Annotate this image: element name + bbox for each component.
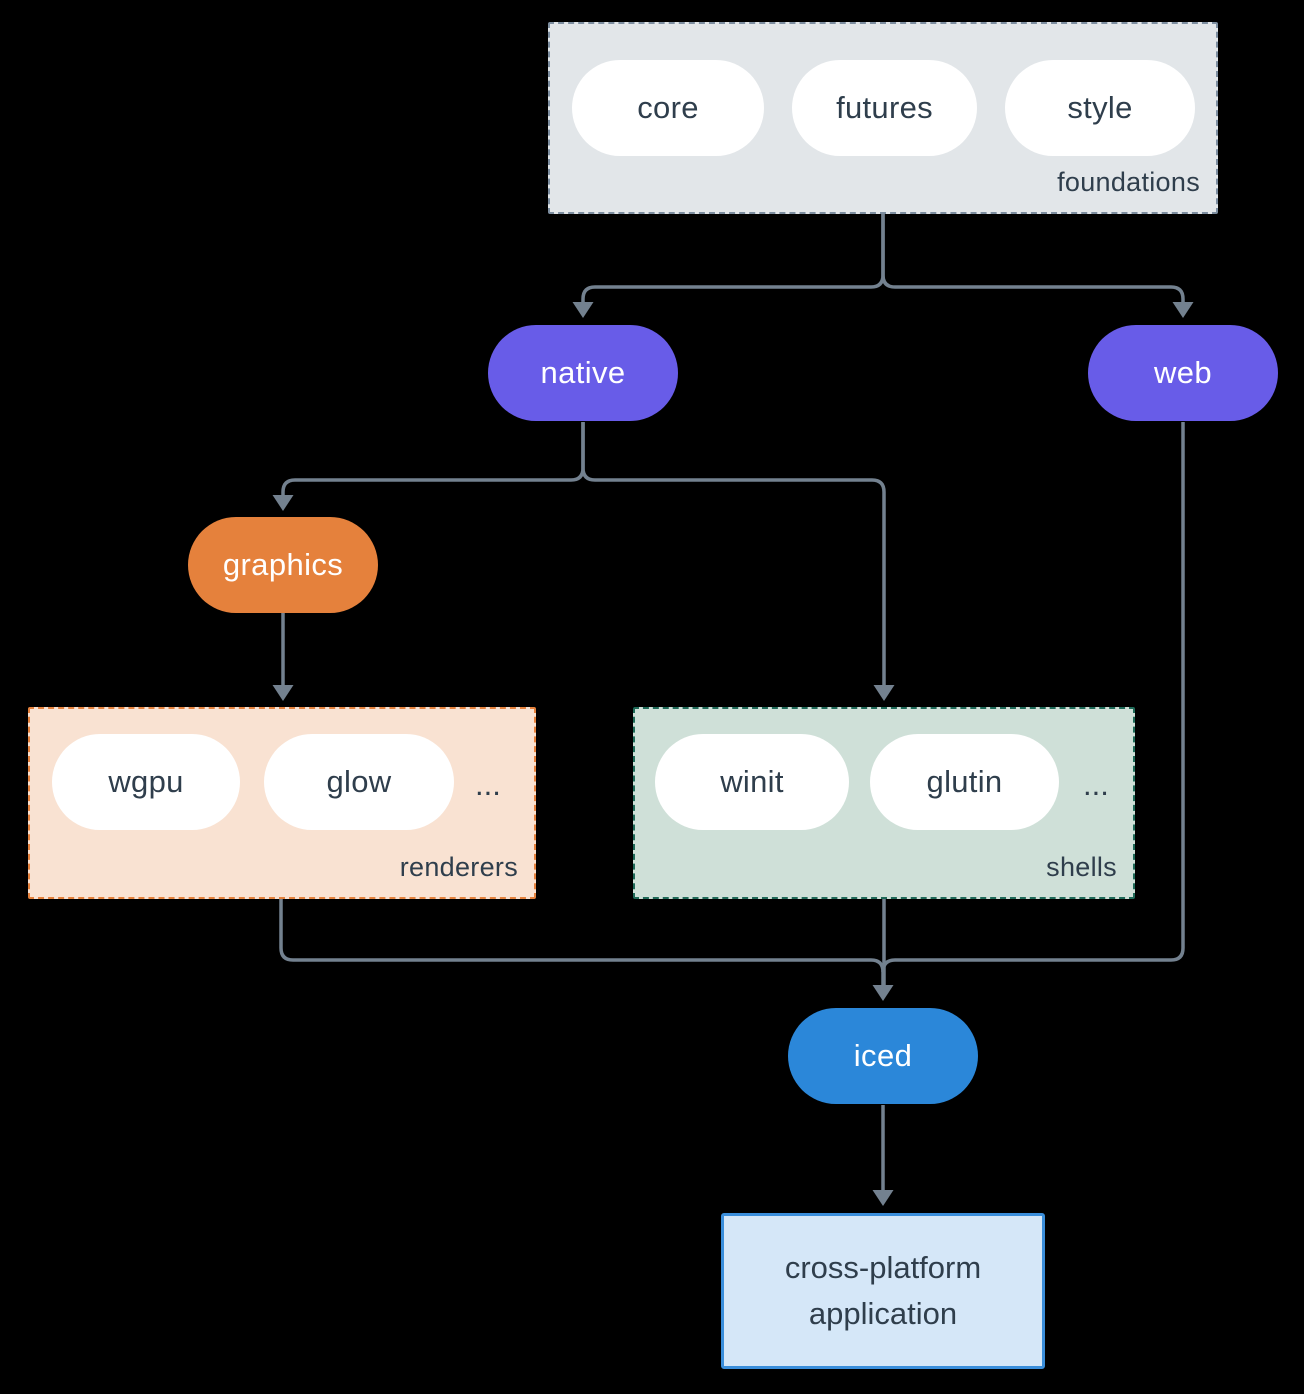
node-native: native	[488, 325, 678, 421]
node-style: style	[1005, 60, 1195, 156]
arrowhead-renderers	[272, 685, 294, 701]
arrowhead-graphics	[272, 495, 294, 511]
node-cross-platform-application: cross-platform application	[721, 1213, 1045, 1369]
node-wgpu: wgpu	[52, 734, 240, 830]
node-winit: winit	[655, 734, 849, 830]
edge-renderers-iced	[279, 899, 885, 985]
node-glutin: glutin	[870, 734, 1059, 830]
arrowhead-web	[1172, 302, 1194, 318]
node-glow: glow	[264, 734, 454, 830]
group-foundations: core futures style foundations	[548, 22, 1218, 214]
group-foundations-label: foundations	[1057, 167, 1200, 197]
edge-foundations-web	[881, 214, 1185, 303]
shells-ellipsis: ...	[1083, 767, 1109, 802]
group-shells: winit glutin ... shells	[633, 707, 1135, 899]
arrowhead-application	[872, 1190, 894, 1206]
node-web: web	[1088, 325, 1278, 421]
node-futures: futures	[792, 60, 977, 156]
renderers-ellipsis: ...	[475, 767, 501, 802]
node-iced: iced	[788, 1008, 978, 1104]
node-graphics: graphics	[188, 517, 378, 613]
group-renderers-label: renderers	[399, 852, 518, 882]
arrowhead-native	[572, 302, 594, 318]
group-renderers: wgpu glow ... renderers	[28, 707, 536, 899]
edge-native-graphics	[281, 422, 585, 496]
arrowhead-shells	[873, 685, 895, 701]
edge-native-shells	[581, 422, 886, 685]
edge-foundations-native	[581, 214, 885, 303]
arrowhead-iced	[872, 985, 894, 1001]
group-shells-label: shells	[1046, 852, 1117, 882]
node-core: core	[572, 60, 764, 156]
